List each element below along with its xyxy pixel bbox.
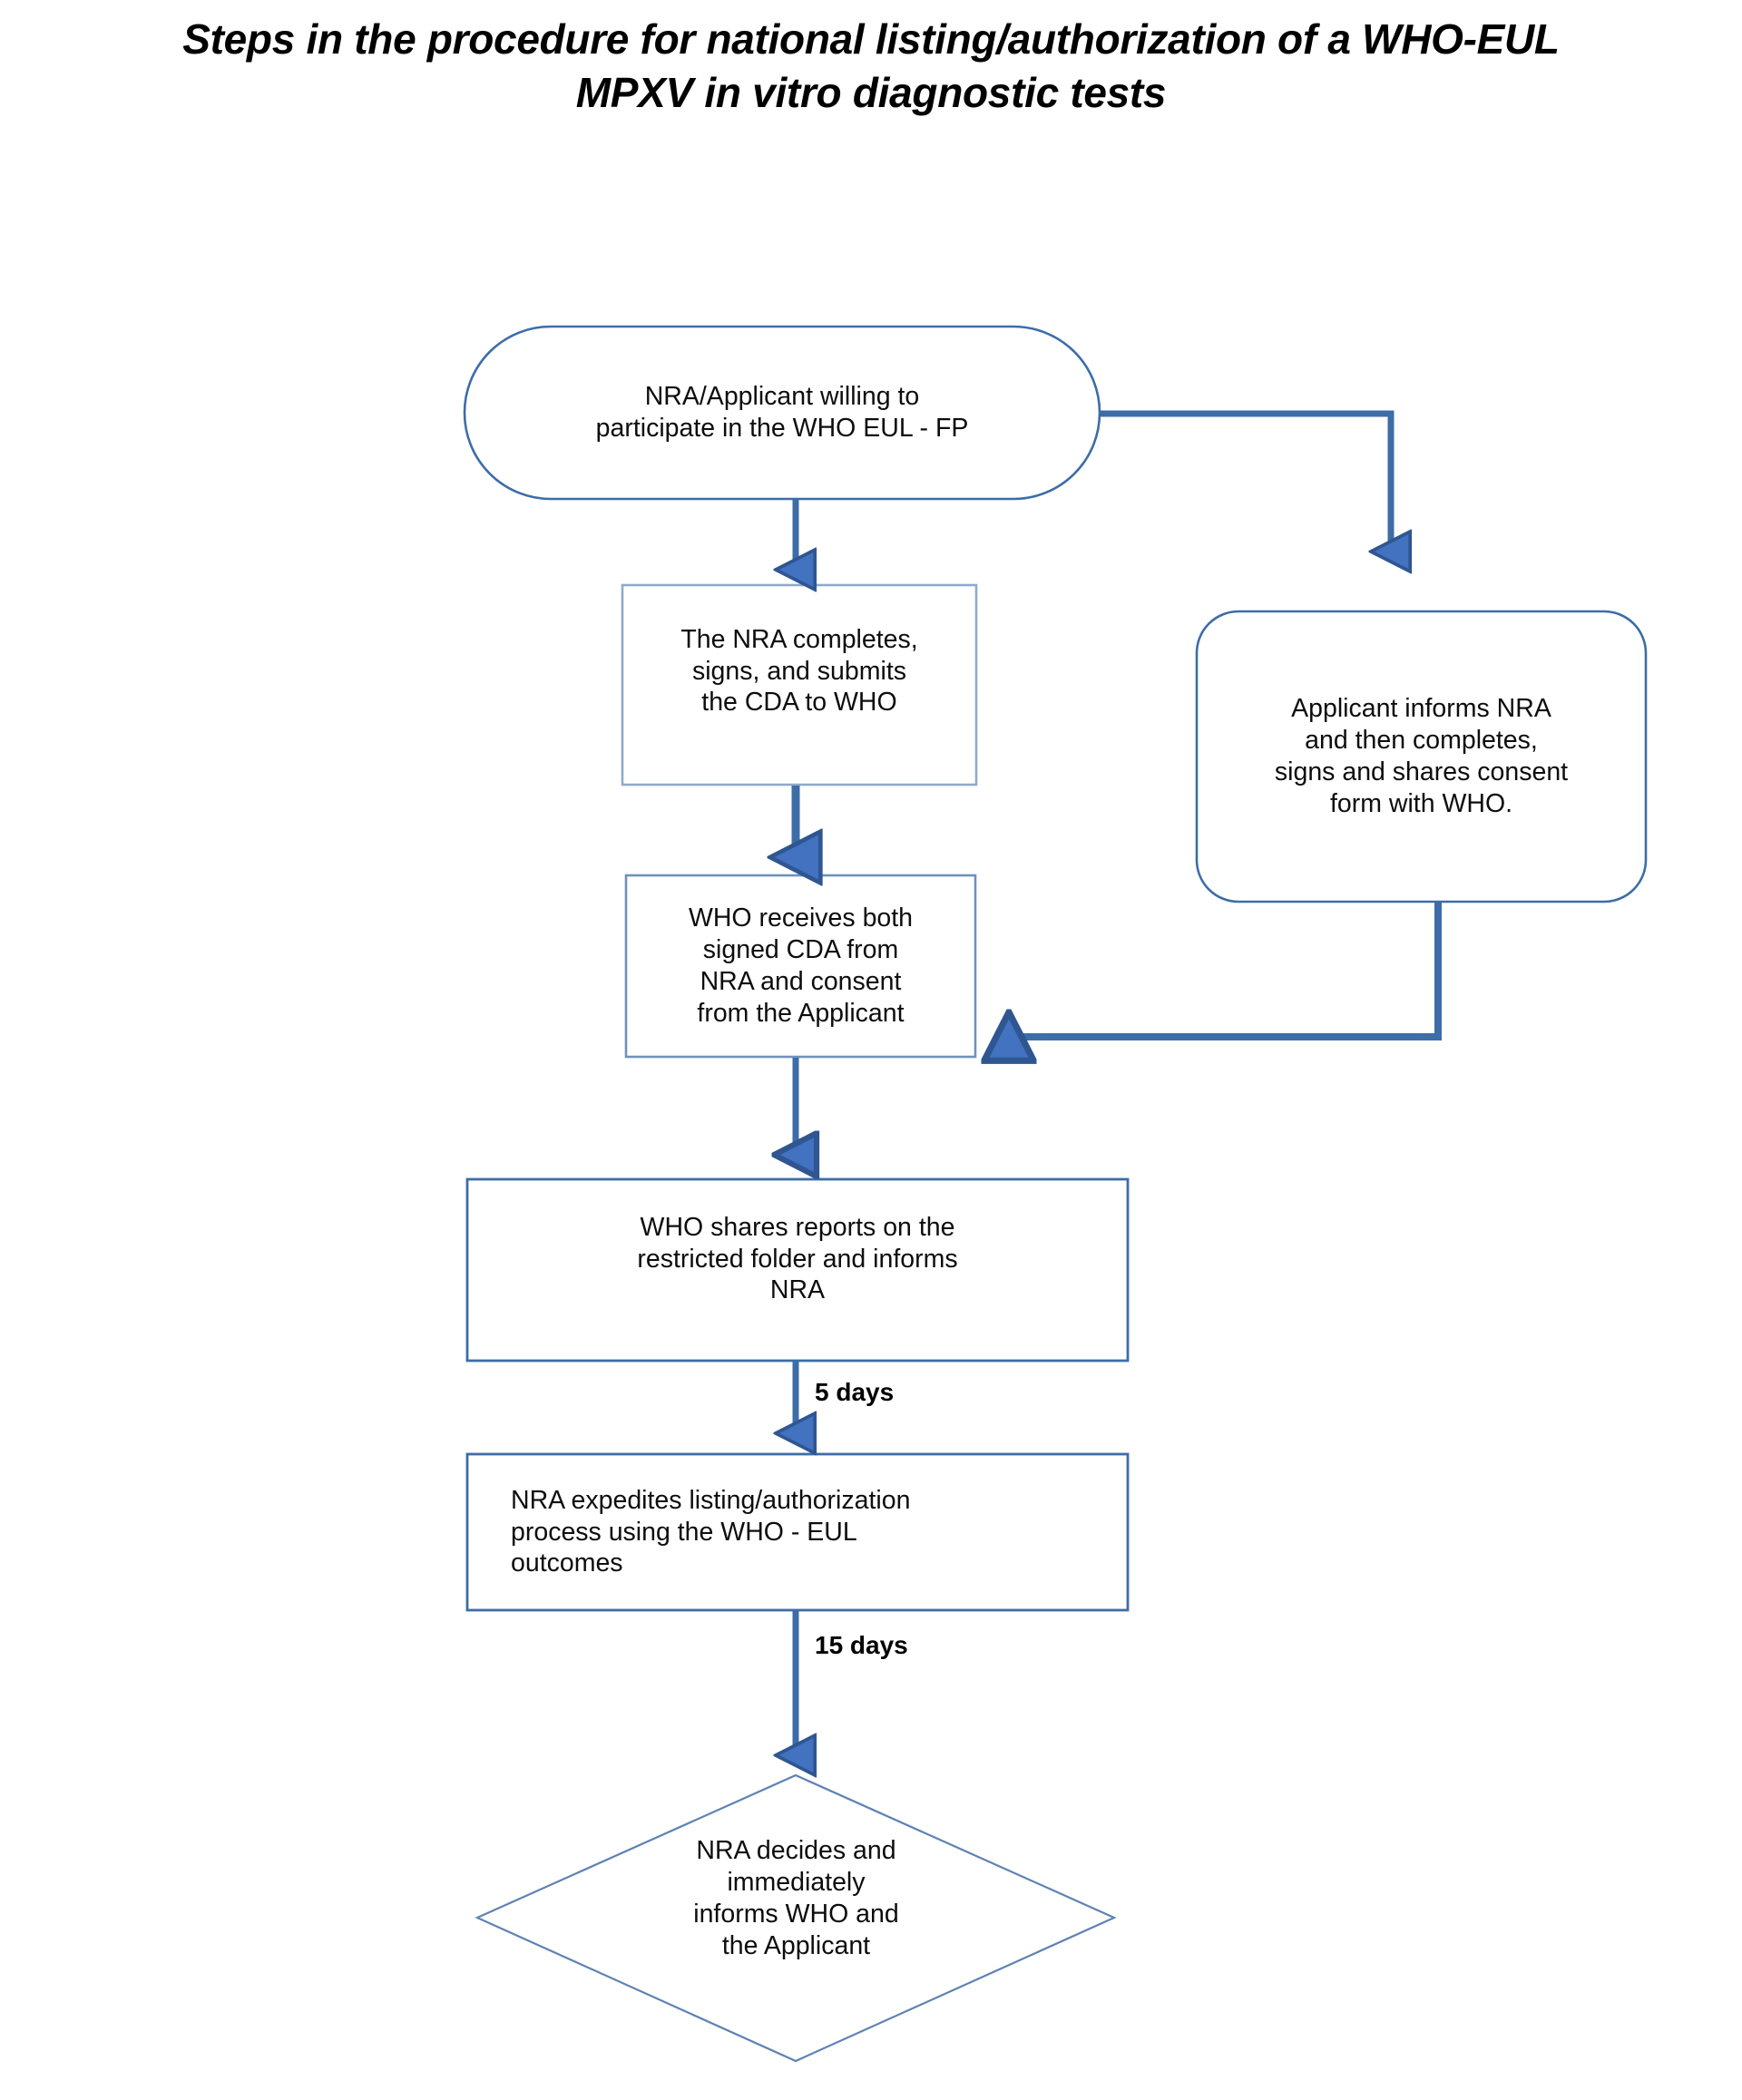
node-who-receives-shape [624,874,977,1059]
page-title-line-1: Steps in the procedure for national list… [182,15,1560,63]
node-applicant-consent-shape [1195,610,1648,903]
edge-label-five-days: 5 days [815,1378,895,1406]
page-title-line-2: MPXV in vitro diagnostic tests [575,68,1167,116]
edge-start-to-applicant-consent [1101,410,1391,552]
node-start-shape [463,325,1101,501]
node-who-shares-shape [465,1177,1130,1363]
edge-label-fifteen-days: 15 days [815,1631,908,1659]
edge-applicant-consent-to-who-receives [1009,902,1442,1037]
node-nra-decides-shape [475,1773,1117,2063]
node-nra-expedites-shape [465,1452,1130,1612]
page-title: Steps in the procedure for national list… [0,13,1742,120]
node-nra-cda-shape [621,583,978,786]
